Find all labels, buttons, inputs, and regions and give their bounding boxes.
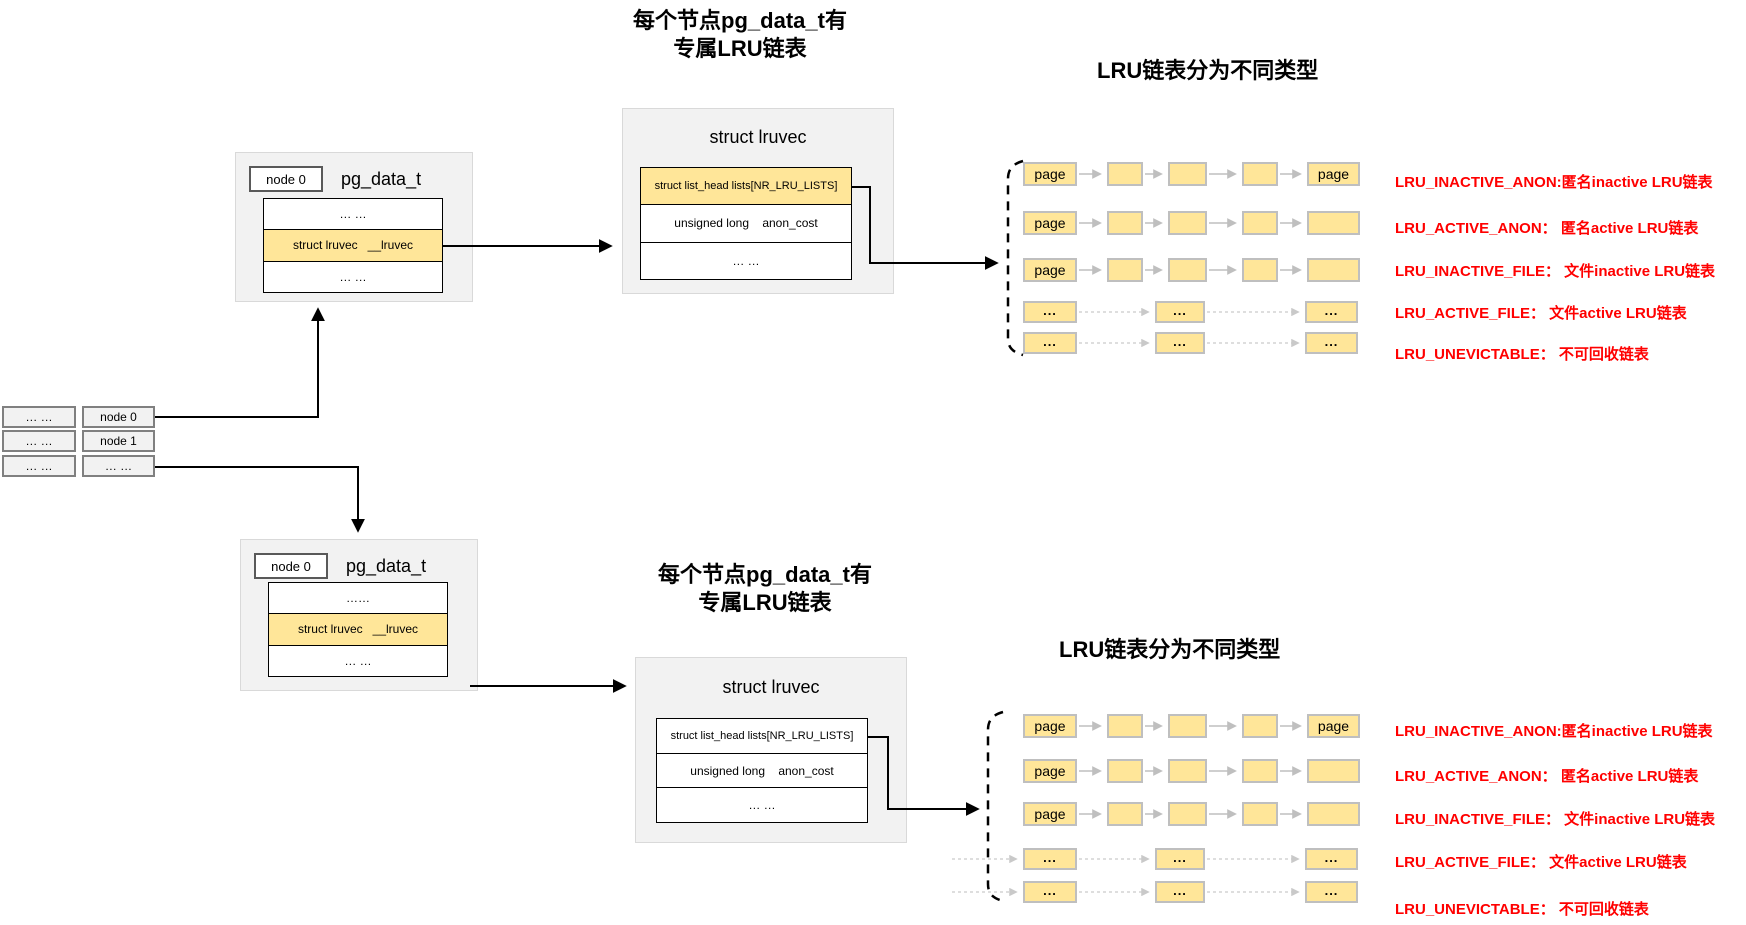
- pgdata-top-table: … … struct lruvec __lruvec … …: [263, 198, 443, 293]
- lru-label-unevictable: LRU_UNEVICTABLE： 不可回收链表: [1395, 901, 1649, 918]
- title-top-main-line2: 专属LRU链表: [673, 36, 807, 61]
- pgdata-bottom-node-badge: node 0: [254, 553, 328, 579]
- lru-label-active-anon: LRU_ACTIVE_ANON： 匿名active LRU链表: [1395, 768, 1699, 785]
- pgdata-top-title: pg_data_t: [341, 169, 422, 189]
- dots-box: ...: [1305, 881, 1358, 903]
- dots-box: ...: [1023, 301, 1077, 323]
- lru-label-inactive-anon: LRU_INACTIVE_ANON:匿名inactive LRU链表: [1395, 174, 1713, 191]
- title-top-main: 每个节点pg_data_t有 专属LRU链表: [570, 7, 910, 63]
- chain-box: [1307, 802, 1360, 826]
- arrow-node0-to-pgdata-top: [155, 307, 325, 418]
- lru-label-inactive-file: LRU_INACTIVE_FILE： 文件inactive LRU链表: [1395, 811, 1716, 828]
- pgdata-bottom-title: pg_data_t: [346, 556, 427, 576]
- chain-box: [1107, 162, 1143, 186]
- title-bottom-main: 每个节点pg_data_t有 专属LRU链表: [595, 561, 935, 617]
- node-array-cell: … …: [2, 430, 76, 452]
- pgdata-bottom-row-2: … …: [344, 653, 372, 668]
- lruvec-top-title: struct lruvec: [709, 127, 807, 147]
- bracket-bottom: [986, 710, 1004, 903]
- chain-box: [1242, 714, 1278, 738]
- lruvec-top-row-lists: struct list_head lists[NR_LRU_LISTS]: [641, 168, 851, 206]
- chain-box: [1168, 211, 1207, 235]
- chain-box: [1307, 258, 1360, 282]
- page-box: page: [1023, 211, 1077, 235]
- chain-box: [1242, 162, 1278, 186]
- lru-label-active-file: LRU_ACTIVE_FILE： 文件active LRU链表: [1395, 305, 1687, 322]
- lruvec-bottom-title: struct lruvec: [722, 677, 820, 697]
- dots-box: ...: [1023, 881, 1077, 903]
- lruvec-top-table: struct list_head lists[NR_LRU_LISTS] uns…: [640, 167, 852, 280]
- pgdata-bottom-table: …… struct lruvec __lruvec … …: [268, 582, 448, 677]
- dots-box: ...: [1305, 301, 1358, 323]
- bracket-top: [1006, 159, 1024, 357]
- chain-box: [1168, 162, 1207, 186]
- lruvec-bottom-row-dots: … …: [748, 798, 776, 813]
- dots-box: ...: [1023, 332, 1077, 354]
- node-array-cell-node1: node 1: [82, 430, 155, 452]
- page-box: page: [1307, 162, 1360, 186]
- lruvec-bottom-row-lists: struct list_head lists[NR_LRU_LISTS]: [657, 719, 867, 754]
- chain-box: [1168, 802, 1207, 826]
- page-box: page: [1307, 714, 1360, 738]
- chain-box: [1107, 211, 1143, 235]
- chain-box: [1242, 211, 1278, 235]
- node-array-cell: … …: [2, 455, 76, 477]
- title-top-right: LRU链表分为不同类型: [1097, 58, 1319, 83]
- page-box: page: [1023, 162, 1077, 186]
- title-bottom-right: LRU链表分为不同类型: [1059, 637, 1281, 662]
- title-top-main-line1: 每个节点pg_data_t有: [633, 8, 847, 33]
- lruvec-bottom-row-anoncost: unsigned long anon_cost: [657, 754, 867, 789]
- lru-label-active-file: LRU_ACTIVE_FILE： 文件active LRU链表: [1395, 854, 1687, 871]
- pgdata-bottom-row-0: ……: [269, 583, 447, 615]
- lruvec-bottom-table: struct list_head lists[NR_LRU_LISTS] uns…: [656, 718, 868, 823]
- lru-label-active-anon: LRU_ACTIVE_ANON： 匿名active LRU链表: [1395, 220, 1699, 237]
- dots-box: ...: [1155, 881, 1205, 903]
- chain-box: [1107, 714, 1143, 738]
- chain-box: [1242, 759, 1278, 783]
- lruvec-top-row-anoncost: unsigned long anon_cost: [641, 205, 851, 243]
- node-array-cell-node0: node 0: [82, 406, 155, 428]
- page-box: page: [1023, 802, 1077, 826]
- chain-box: [1107, 802, 1143, 826]
- lruvec-top-row-dots: … …: [732, 253, 760, 268]
- pgdata-bottom-row-lruvec: struct lruvec __lruvec: [269, 614, 447, 646]
- pgdata-top-row-2: … …: [339, 269, 367, 284]
- pgdata-top-node-badge: node 0: [249, 166, 323, 192]
- lru-label-unevictable: LRU_UNEVICTABLE： 不可回收链表: [1395, 346, 1649, 363]
- chain-box: [1307, 211, 1360, 235]
- chain-box: [1307, 759, 1360, 783]
- dots-box: ...: [1155, 848, 1205, 870]
- page-box: page: [1023, 759, 1077, 783]
- title-bottom-main-line2: 专属LRU链表: [698, 590, 832, 615]
- pgdata-top-row-0: … …: [264, 199, 442, 231]
- chain-box: [1107, 258, 1143, 282]
- dots-box: ...: [1305, 848, 1358, 870]
- dots-box: ...: [1155, 301, 1205, 323]
- dots-box: ...: [1155, 332, 1205, 354]
- lru-label-inactive-file: LRU_INACTIVE_FILE： 文件inactive LRU链表: [1395, 263, 1716, 280]
- page-box: page: [1023, 258, 1077, 282]
- dots-box: ...: [1023, 848, 1077, 870]
- lru-label-inactive-anon: LRU_INACTIVE_ANON:匿名inactive LRU链表: [1395, 723, 1713, 740]
- page-box: page: [1023, 714, 1077, 738]
- pgdata-top-row-lruvec: struct lruvec __lruvec: [264, 230, 442, 262]
- chain-box: [1168, 258, 1207, 282]
- arrow-nodes-to-pgdata-bottom: [155, 466, 365, 533]
- chain-box: [1242, 258, 1278, 282]
- chain-box: [1168, 759, 1207, 783]
- chain-box: [1242, 802, 1278, 826]
- node-array-cell-dots: … …: [82, 455, 155, 477]
- chain-box: [1168, 714, 1207, 738]
- chain-box: [1107, 759, 1143, 783]
- dots-box: ...: [1305, 332, 1358, 354]
- node-array-cell: … …: [2, 406, 76, 428]
- title-bottom-main-line1: 每个节点pg_data_t有: [658, 562, 872, 587]
